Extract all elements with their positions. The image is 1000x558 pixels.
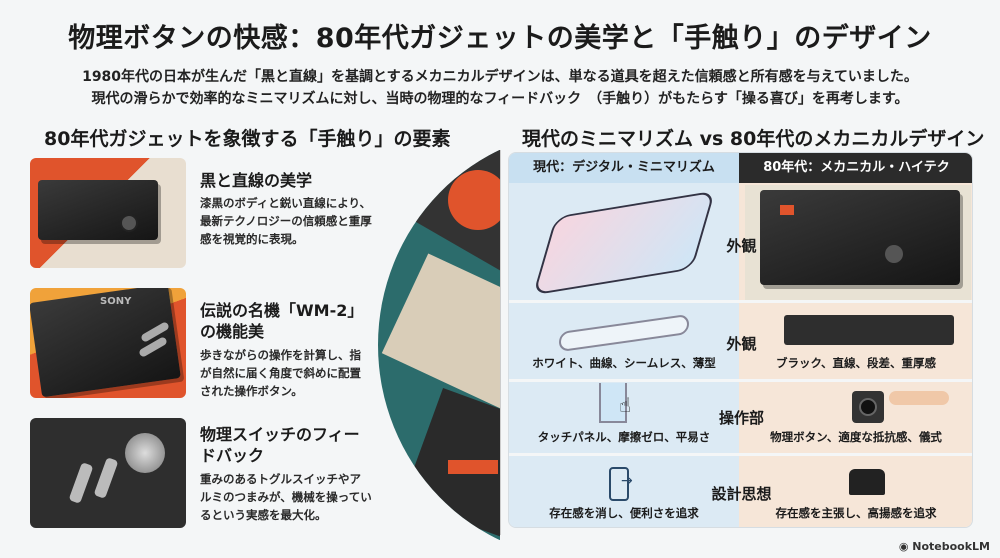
right-heading: 現代のミニマリズム vs 80年代のメカニカルデザイン — [522, 128, 985, 150]
touch-panel-icon — [599, 383, 627, 423]
keyboard-icon — [849, 469, 885, 495]
card-text-black-lines: 漆黒のボディと鋭い直線により、最新テクノロジーの信頼感と重厚感を視覚的に表現。 — [200, 196, 372, 246]
card-text-physical-switch: 重みのあるトグルスイッチやアルミのつまみが、機械を操っているという実感を最大化。 — [200, 472, 372, 522]
row-label-design-philosophy: 設計思想 — [711, 485, 772, 503]
notebooklm-logo: ◉ NotebookLM — [898, 540, 990, 553]
left-heading: 80年代ガジェットを象徴する「手触り」の要素 — [44, 128, 451, 150]
black-audio-device-image — [30, 158, 186, 268]
comparison-table: 現代：デジタル・ミニマリズム 80年代：メカニカル・ハイテク 外観 外観 ホワイ… — [508, 152, 973, 528]
modern-appearance-text: ホワイト、曲線、シームレス、薄型 — [532, 356, 716, 370]
physical-button-icon — [852, 391, 884, 423]
card-title-black-lines: 黒と直線の美学 — [200, 171, 313, 190]
row-label-appearance-1: 外観 — [726, 237, 757, 255]
eighties-philosophy-text: 存在感を主張し、高揚感を追求 — [775, 506, 937, 520]
modern-controls-text: タッチパネル、摩擦ゼロ、平易さ — [537, 430, 711, 444]
cassette-deck-image — [745, 185, 971, 300]
black-device-icon — [784, 315, 954, 345]
eighties-controls-text: 物理ボタン、適度な抵抗感、儀式 — [770, 430, 942, 444]
card-text-wm2: 歩きながらの操作を計算し、指が自然に届く角度で斜めに配置された操作ボタン。 — [200, 348, 361, 398]
gadget-collage-image — [378, 150, 500, 540]
divider — [500, 150, 501, 535]
finger-icon — [889, 391, 949, 405]
card-title-wm2: 伝説の名機「WM-2」の機能美 — [200, 301, 364, 341]
arrow-right-icon: → — [621, 473, 633, 489]
page-title: 物理ボタンの快感：80年代ガジェットの美学と「手触り」のデザイン — [68, 23, 932, 54]
toggle-switch-panel-image — [30, 418, 186, 528]
column-header-80s: 80年代：メカニカル・ハイテク — [739, 153, 972, 183]
subtitle-line-2: 現代の滑らかで効率的なミニマリズムに対し、当時の物理的なフィードバック （手触り… — [91, 91, 909, 107]
sony-logo: SONY — [100, 296, 132, 307]
modern-philosophy-text: 存在感を消し、便利さを追求 — [549, 506, 699, 520]
subtitle-line-1: 1980年代の日本が生んだ「黒と直線」を基調とするメカニカルデザインは、単なる道… — [82, 69, 918, 85]
row-label-controls: 操作部 — [718, 409, 764, 427]
phone-exit-icon — [609, 467, 629, 501]
row-label-appearance-2: 外観 — [726, 335, 757, 353]
card-title-physical-switch: 物理スイッチのフィードバック — [200, 425, 360, 465]
logo-text: NotebookLM — [912, 540, 990, 553]
walkman-image: SONY — [30, 288, 186, 398]
column-header-modern: 現代：デジタル・ミニマリズム — [509, 153, 739, 183]
pointing-hand-icon: ☝ — [619, 393, 632, 417]
eighties-appearance-text: ブラック、直線、段差、重厚感 — [776, 356, 936, 370]
